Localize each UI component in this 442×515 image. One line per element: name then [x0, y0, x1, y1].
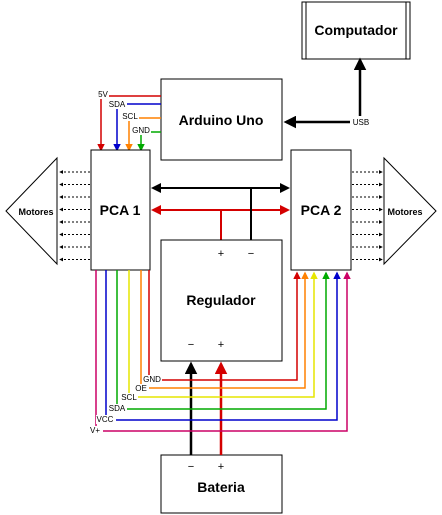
bus-sda-label: SDA: [109, 404, 126, 413]
regulator-in-plus: +: [218, 248, 224, 260]
right-motors-label: Motores: [387, 207, 422, 217]
bus-gnd-label: GND: [143, 375, 161, 384]
pin-gnd-label: GND: [132, 126, 150, 135]
pin-sda-label: SDA: [109, 100, 126, 109]
left-motors-label: Motores: [18, 207, 53, 217]
battery-label: Bateria: [197, 479, 245, 495]
arduino-pin-wires: 5V SDA SCL GND: [96, 90, 161, 152]
regulator-out-minus: −: [188, 339, 194, 351]
arduino-label: Arduino Uno: [179, 112, 264, 128]
arduino-block: Arduino Uno: [160, 78, 283, 161]
computer-label: Computador: [314, 22, 398, 38]
regulator-out-plus: +: [218, 339, 224, 351]
bus-scl-label: SCL: [121, 393, 137, 402]
regulator-block: Regulador + − − +: [160, 239, 283, 362]
pca1-block: PCA 1: [90, 149, 151, 271]
regulator-in-minus: −: [248, 248, 254, 260]
battery-block: Bateria − +: [160, 454, 283, 514]
bus-vplus-label: V+: [90, 426, 100, 435]
pca2-label: PCA 2: [301, 202, 342, 218]
bus-oe-label: OE: [135, 384, 147, 393]
regulator-label: Regulador: [186, 292, 256, 308]
computer-block: Computador: [301, 1, 411, 60]
pca-links: [151, 183, 290, 240]
left-motors: Motores: [5, 156, 90, 266]
bus-vcc-label: VCC: [97, 415, 114, 424]
pca1-label: PCA 1: [100, 202, 141, 218]
pin-scl-label: SCL: [122, 112, 138, 121]
right-motors: Motores: [352, 156, 437, 266]
bus-wires: GND OE SCL SDA VCC V+: [88, 270, 351, 435]
usb-link: USB: [283, 57, 372, 129]
pca2-block: PCA 2: [290, 149, 352, 271]
usb-label: USB: [353, 118, 369, 127]
battery-plus: +: [218, 461, 224, 473]
pin-5v-label: 5V: [98, 90, 108, 99]
battery-minus: −: [188, 461, 194, 473]
